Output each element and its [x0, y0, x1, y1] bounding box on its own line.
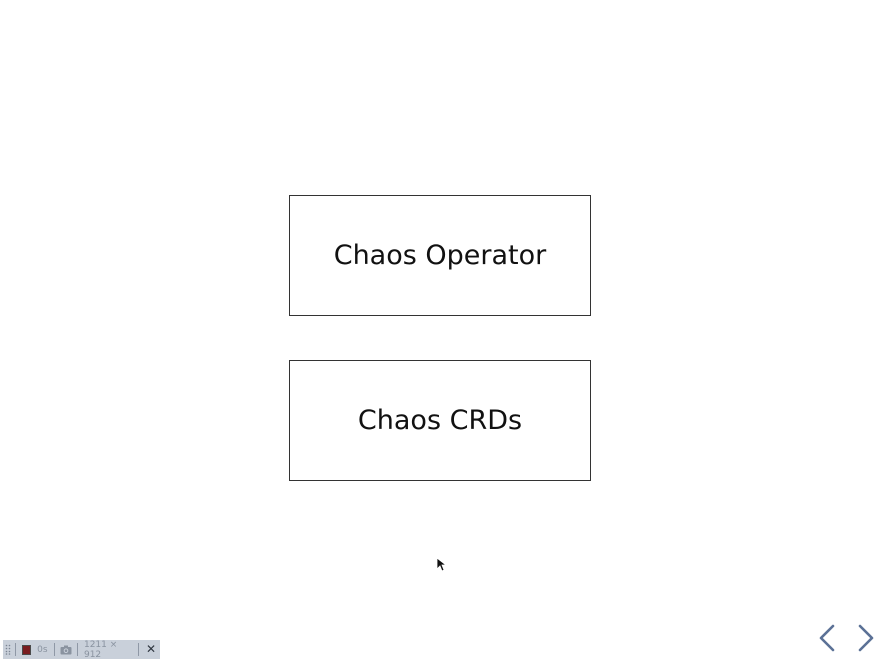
elapsed-time: 0s: [37, 644, 48, 655]
camera-icon[interactable]: [59, 644, 72, 656]
chaos-operator-box: Chaos Operator: [289, 195, 591, 316]
close-icon[interactable]: ✕: [145, 642, 157, 656]
chevron-left-icon: [819, 624, 835, 652]
chaos-crds-label: Chaos CRDs: [357, 405, 523, 436]
toolbar-divider: [15, 643, 16, 656]
toolbar-divider: [53, 643, 55, 656]
drag-handle-icon[interactable]: [3, 640, 12, 659]
next-slide-button[interactable]: [853, 623, 879, 653]
toolbar-divider: [77, 643, 78, 656]
stop-recording-icon[interactable]: [21, 644, 32, 655]
capture-dimensions: 1211 × 912: [83, 639, 118, 660]
recording-toolbar: 0s 1211 × 912 ✕: [3, 639, 160, 660]
previous-slide-button[interactable]: [814, 623, 840, 653]
mouse-cursor-icon: [436, 557, 448, 572]
chevron-right-icon: [858, 624, 874, 652]
chaos-crds-box: Chaos CRDs: [289, 360, 591, 481]
toolbar-divider: [138, 643, 139, 656]
chaos-operator-label: Chaos Operator: [333, 240, 547, 271]
